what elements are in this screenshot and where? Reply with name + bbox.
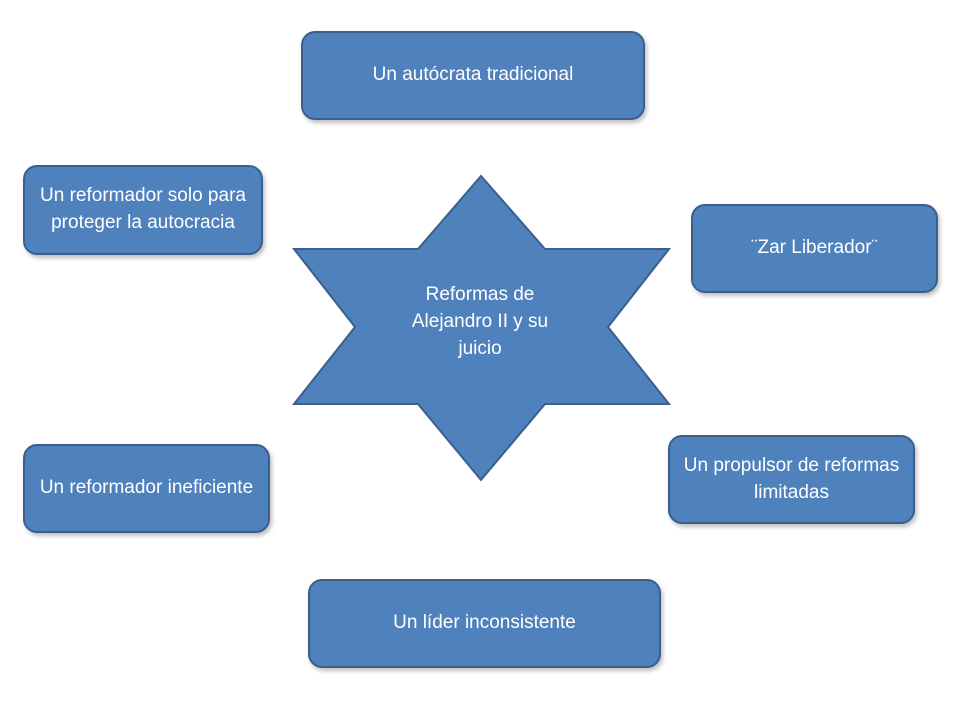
node-lower-left-label: Un reformador ineficiente: [39, 477, 254, 499]
node-upper-left: Un reformador solo para proteger la auto…: [23, 165, 263, 255]
node-lower-right-label: Un propulsor de reformas limitadas: [683, 454, 910, 503]
node-upper-right-label: ¨Zar Liberador¨: [751, 237, 878, 259]
node-bottom: Un líder inconsistente: [308, 579, 661, 668]
node-upper-left-label: Un reformador solo para proteger la auto…: [40, 185, 246, 233]
node-lower-right: Un propulsor de reformas limitadas: [668, 435, 915, 524]
center-star-shape: [291, 174, 672, 482]
center-star-label: Reformas de Alejandro II y su juicio: [411, 284, 549, 359]
node-top: Un autócrata tradicional: [301, 31, 645, 120]
node-bottom-label: Un líder inconsistente: [393, 612, 576, 634]
node-top-label: Un autócrata tradicional: [372, 64, 574, 86]
node-lower-left: Un reformador ineficiente: [23, 444, 270, 533]
node-upper-right: ¨Zar Liberador¨: [691, 204, 938, 293]
